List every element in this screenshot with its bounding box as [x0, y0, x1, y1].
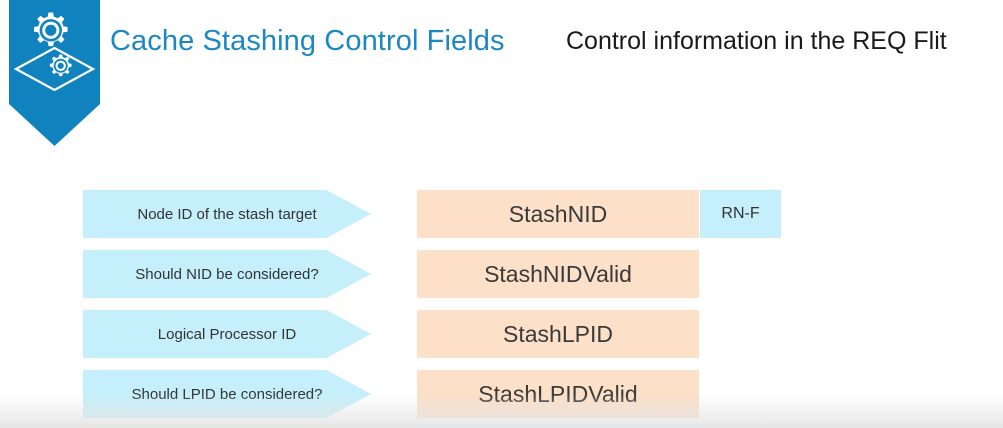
description-label: Logical Processor ID — [157, 325, 297, 343]
field-box: StashNID — [417, 190, 699, 238]
field-label: StashLPID — [503, 320, 613, 347]
diagram-row: Should NID be considered? StashNIDValid — [0, 250, 1003, 298]
diagram-row: Should LPID be considered? StashLPIDVali… — [0, 370, 1003, 418]
field-label: StashNID — [508, 200, 608, 227]
description-arrow: Node ID of the stash target — [83, 190, 371, 238]
description-label: Should LPID be considered? — [131, 385, 323, 403]
field-label: StashNIDValid — [484, 260, 632, 287]
description-arrow: Should LPID be considered? — [83, 370, 371, 418]
description-label: Node ID of the stash target — [137, 205, 317, 223]
description-arrow: Logical Processor ID — [83, 310, 371, 358]
banner-logo — [9, 0, 100, 146]
banner-shape-icon — [9, 0, 100, 146]
field-label: StashLPIDValid — [478, 380, 638, 407]
field-box: StashLPIDValid — [417, 370, 699, 418]
field-box: StashNIDValid — [417, 250, 699, 298]
field-box: StashLPID — [417, 310, 699, 358]
large-gear-icon — [34, 12, 68, 47]
node-type-label: RN-F — [721, 205, 760, 222]
diagram-row: Node ID of the stash target StashNID RN-… — [0, 190, 1003, 238]
node-type-box: RN-F — [700, 190, 781, 238]
small-gear-icon — [49, 54, 72, 77]
diamond-outline-icon — [13, 46, 96, 92]
description-label: Should NID be considered? — [135, 265, 319, 283]
description-arrow: Should NID be considered? — [83, 250, 371, 298]
page-title: Cache Stashing Control Fields — [110, 25, 505, 57]
slide-subtitle: Control information in the REQ Flit — [566, 27, 947, 55]
diagram-row: Logical Processor ID StashLPID — [0, 310, 1003, 358]
